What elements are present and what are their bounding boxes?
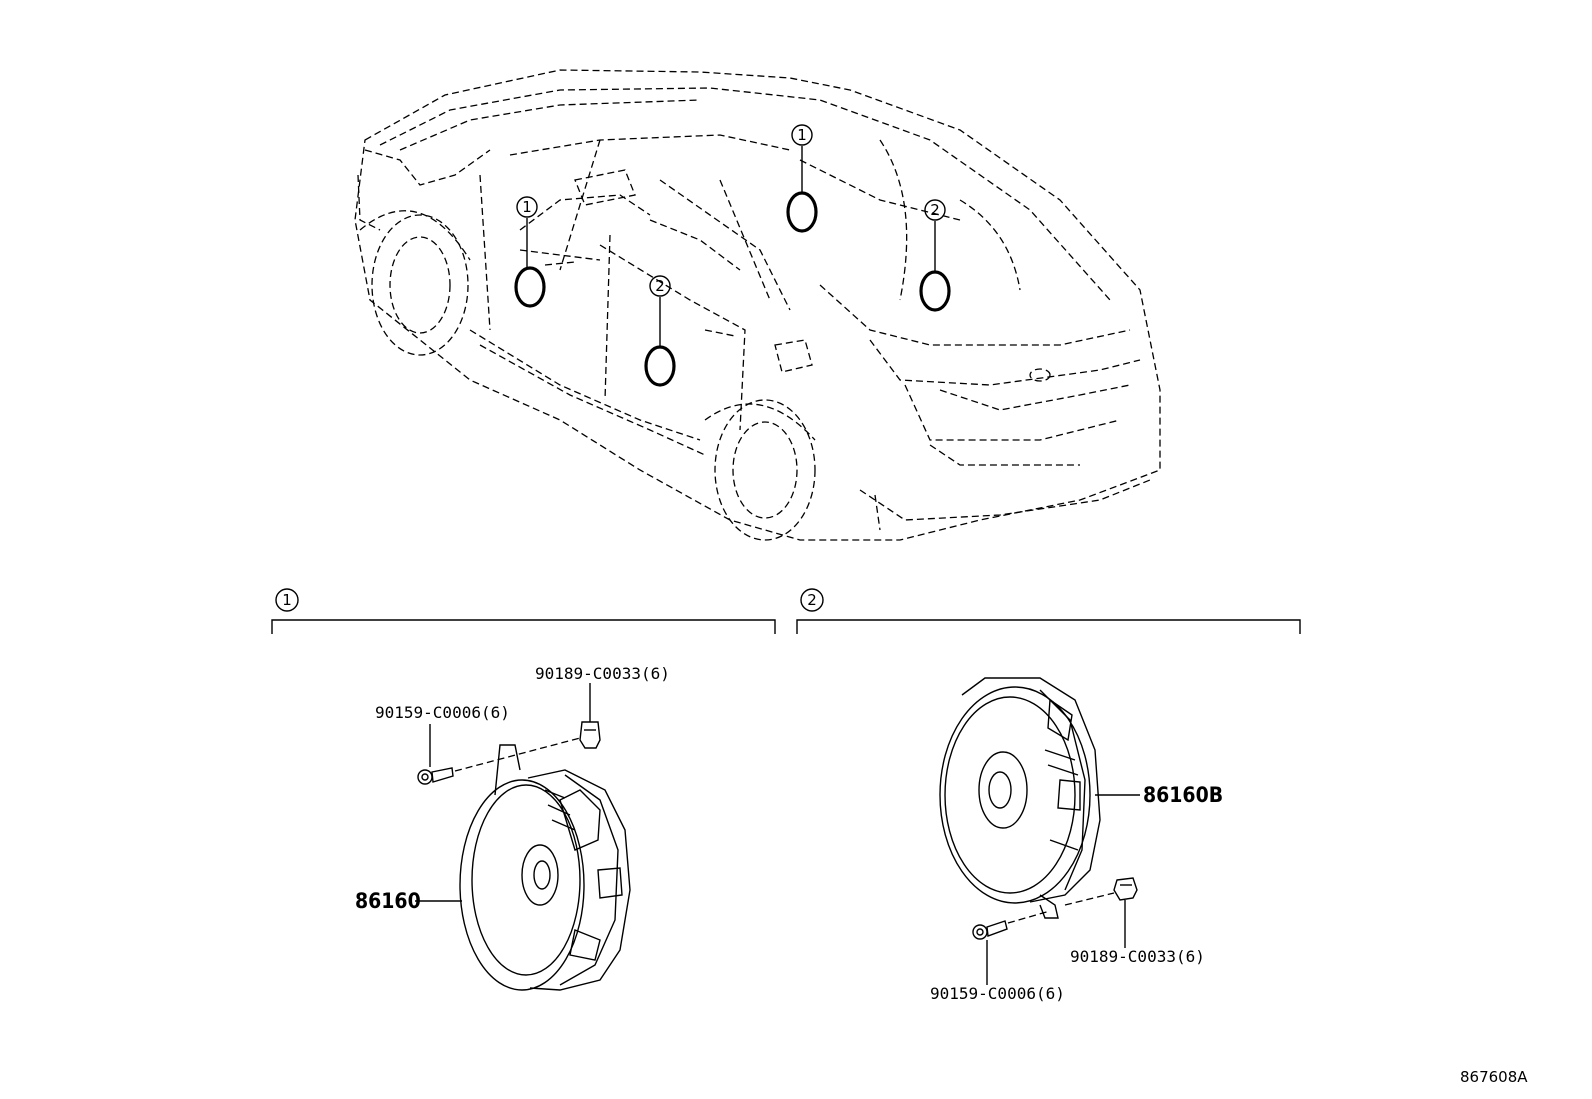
- screw-icon: [417, 767, 454, 785]
- clip-icon: [579, 721, 601, 749]
- svg-text:2: 2: [930, 201, 940, 219]
- svg-text:1: 1: [282, 591, 292, 609]
- part-label-screw-1: 90159-C0006(6): [375, 703, 510, 722]
- section-1-front-speaker: 1 90189-C0033(6) 90159-C0006(6): [271, 588, 776, 991]
- section-1-bracket: [271, 619, 776, 634]
- callout-2-rear-right: 2: [924, 199, 946, 221]
- speaker-86160b-icon: [939, 677, 1101, 919]
- section-1-marker: 1: [275, 588, 299, 612]
- part-label-clip-1: 90189-C0033(6): [535, 664, 670, 683]
- rear-left-speaker-marker: [644, 345, 676, 387]
- clip-icon-2: [1113, 877, 1138, 901]
- front-right-speaker-marker: [786, 191, 818, 233]
- speaker-locations: 1 1 2 2: [514, 124, 951, 387]
- part-label-screw-2: 90159-C0006(6): [930, 984, 1065, 1003]
- section-2-marker: 2: [800, 588, 824, 612]
- car-illustration: [354, 69, 1161, 541]
- callout-2-rear-left: 2: [649, 275, 671, 297]
- callout-1-front-right: 1: [791, 124, 813, 146]
- part-label-speaker-86160: 86160: [355, 889, 421, 913]
- drawing-id: 867608A: [1460, 1068, 1528, 1086]
- section-2-rear-speaker: 2 86160B 90189-C0033(6): [796, 588, 1301, 1003]
- part-label-speaker-86160b: 86160B: [1143, 783, 1223, 807]
- svg-text:1: 1: [797, 126, 807, 144]
- svg-text:2: 2: [807, 591, 817, 609]
- rear-right-speaker-marker: [919, 270, 951, 312]
- front-left-speaker-marker: [514, 266, 546, 308]
- speaker-86160-icon: [459, 744, 631, 991]
- svg-text:1: 1: [522, 198, 532, 216]
- part-label-clip-2: 90189-C0033(6): [1070, 947, 1205, 966]
- screw-icon-2: [972, 920, 1008, 940]
- svg-text:2: 2: [655, 277, 665, 295]
- section-2-bracket: [796, 619, 1301, 634]
- callout-1-front-left: 1: [516, 196, 538, 218]
